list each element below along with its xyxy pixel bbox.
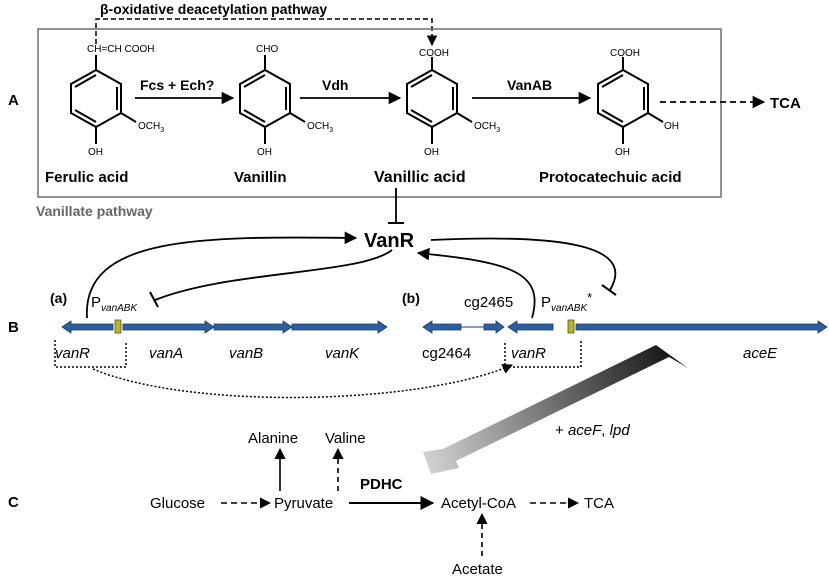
ferulic-acid-label: Ferulic acid [45,169,128,186]
metabolite-glucose: Glucose [150,495,205,512]
metabolite-tca: TCA [584,495,614,512]
metabolite-alanine: Alanine [248,430,298,447]
vanillate-pathway-box [37,28,722,198]
enzyme-vdh: Vdh [322,77,348,93]
protocatechuic-oh-para: OH [615,147,630,158]
ferulic-och3: OCH3 [138,121,164,134]
vanillin-och3: OCH3 [307,121,333,134]
promoter-box-b [567,319,575,334]
dotted-bracket-a [54,340,127,368]
arc-vanr-gene-b-to-vanr [416,247,536,319]
gradient-arrow-acee-to-pdhc [423,345,688,474]
protocatechuic-oh-meta: OH [664,121,679,132]
gene-cg2465-label: cg2465 [464,294,513,311]
enzyme-fcs-ech: Fcs + Ech? [140,77,214,93]
vanillin-label: Vanillin [234,169,287,186]
ferulic-top-group: CH=CH COOH [87,44,155,55]
vanillic-oh: OH [424,147,439,158]
metabolite-acetyl-coa: Acetyl-CoA [441,495,516,512]
gene-vanB-label: vanB [229,345,263,362]
gene-vanR-b [507,320,554,334]
metabolite-acetate: Acetate [452,561,503,577]
gene-cg2465 [483,320,505,334]
gene-vanB [213,320,293,334]
enzyme-vanab: VanAB [507,77,552,93]
ferulic-oh: OH [88,147,103,158]
dotted-bracket-b [504,340,582,368]
inhibition-bar-promoter-a [149,291,159,308]
beta-oxidative-arrow [95,18,438,47]
metabolite-valine: Valine [325,430,366,447]
promoter-b-label: PvanABK* [541,290,592,314]
tca-label-top: TCA [770,95,801,112]
gene-vanR-a [61,320,114,334]
gene-vanK [291,320,388,334]
metabolite-pyruvate: Pyruvate [274,495,333,512]
vanillin-cho: CHO [256,44,278,55]
gene-vanA [122,320,215,334]
panel-label-c: C [8,494,19,511]
gene-vanK-label: vanK [325,345,360,362]
gene-aceE [575,320,828,334]
arc-vanr-gene-a-to-vanr [86,231,358,319]
vanillic-acid-label: Vanillic acid [374,169,466,186]
vanillic-och3: OCH3 [474,121,500,134]
enzyme-extra-label: + aceF, lpd [555,422,630,439]
beta-oxidative-label: β-oxidative deacetylation pathway [100,1,327,17]
panel-label-a: A [8,92,19,109]
vanr-regulator: VanR [364,230,415,252]
cluster-b-label: (b) [402,290,420,306]
ferulic-acid-structure: CH=CH COOH OCH3 OH [70,44,164,158]
vanillic-acid-structure: COOH OCH3 OH [406,48,500,158]
promoter-a-label: PvanABK [91,294,138,314]
cluster-a-label: (a) [50,290,67,306]
gene-aceE-label: aceE [743,345,778,362]
arc-vanr-represses-promoter-a [154,249,393,301]
arc-vanr-represses-promoter-b [430,237,617,291]
gene-vanR-a-label: vanR [55,345,90,362]
vanillin-oh: OH [257,147,272,158]
promoter-box-a [114,319,122,334]
vanillin-structure: CHO OCH3 OH [239,44,333,158]
gene-cg2464-label: cg2464 [422,345,471,362]
gene-cg2464 [422,320,462,334]
inhibition-bar-promoter-b [601,284,617,296]
vanillic-cooh: COOH [419,48,449,59]
dotted-relocation-arrow [92,363,513,399]
protocatechuic-acid-structure: COOH OH OH [597,48,679,158]
pdhc-label: PDHC [360,476,403,493]
gene-vanA-label: vanA [149,345,183,362]
panel-label-b: B [8,319,19,336]
vanillate-pathway-label: Vanillate pathway [36,203,153,219]
gene-vanR-b-label: vanR [511,345,546,362]
protocatechuic-acid-label: Protocatechuic acid [539,169,682,186]
protocatechuic-cooh: COOH [610,48,640,59]
